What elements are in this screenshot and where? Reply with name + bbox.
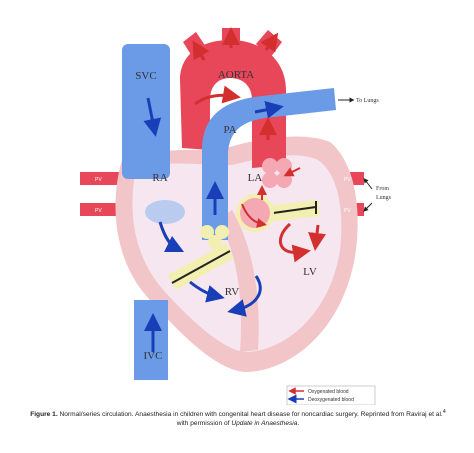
label-pa: PA [223,124,236,136]
caption-superscript: 4 [442,409,446,415]
pulmonary-artery [202,88,336,240]
label-svc: SVC [135,70,156,82]
septum [218,210,259,352]
legend: Oxygenated blood Deoxygenated blood [286,385,376,405]
caption-text: Normal/series circulation. Anaesthesia i… [59,411,443,419]
from-lungs-arrows [363,178,373,212]
label-ra: RA [152,172,167,184]
pulmonary-valve [200,225,229,249]
label-la: LA [248,172,263,184]
ivc [134,300,168,380]
legend-oxygenated-label: Oxygenated blood [308,389,349,395]
caption-line2-suffix: . [297,420,300,428]
label-pv-left-lower: PV [95,208,102,214]
label-from-lungs-2: Lungs [376,195,392,201]
label-ivc: IVC [144,350,163,362]
caption-line2-prefix: with permission of [176,420,230,428]
aortic-valve [236,194,274,232]
ra-septal-oval [145,200,185,224]
label-from-lungs-1: From [376,186,389,192]
label-aorta: AORTA [218,69,254,81]
label-pv-right-upper: PV [344,177,351,183]
label-lv: LV [303,266,317,278]
caption-label: Figure 1. [30,411,58,419]
label-to-lungs: To Lungs [356,98,379,104]
legend-deoxygenated-label: Deoxygenated blood [308,397,354,403]
svc [122,44,170,179]
mitral-valve-line [265,206,317,215]
label-pv-right-lower: PV [344,208,351,214]
legend-box [286,385,376,405]
oxygenated-flow-arrows [192,27,326,263]
heart-circulation-diagram: SVC AORTA PA RA LA RV LV IVC PV PV PV PV… [80,27,392,405]
tricuspid-valve-line [171,250,231,284]
deoxygenated-flow-arrows [143,97,284,352]
label-rv: RV [225,286,239,298]
figure-caption: Figure 1. Normal/series circulation. Ana… [18,408,458,428]
label-pv-left-upper: PV [95,177,102,183]
caption-journal: Update in Anaesthesia [231,420,298,428]
